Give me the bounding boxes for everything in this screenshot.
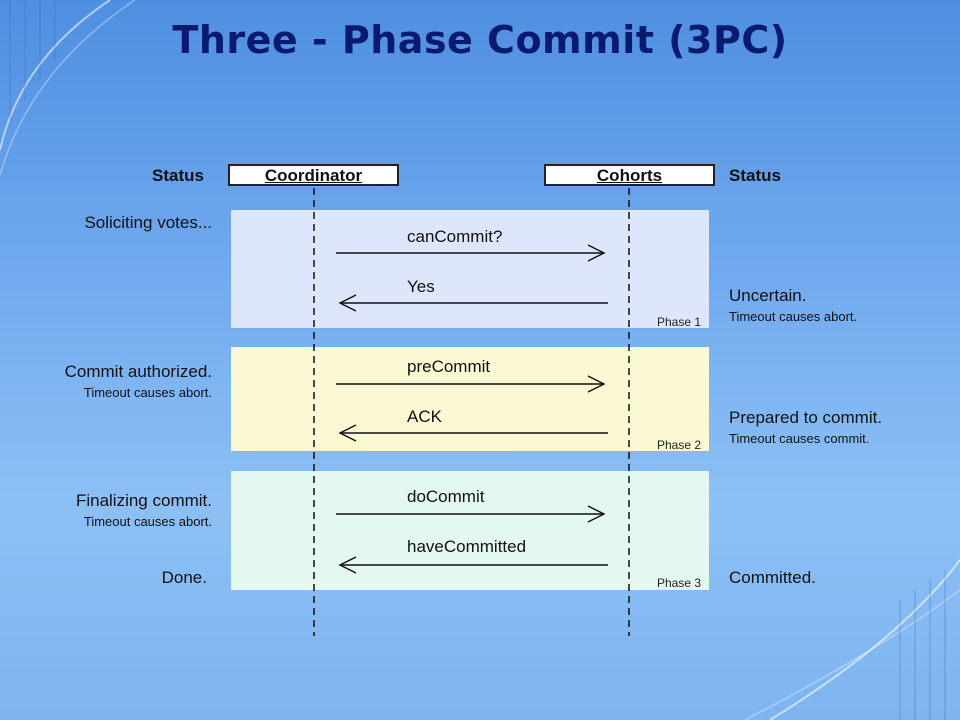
coordinator-label: Coordinator	[264, 166, 363, 185]
phase-2-label: Phase 2	[657, 438, 702, 452]
arrow-havecommitted	[338, 556, 608, 574]
right-status-phase-1: Uncertain. Timeout causes abort.	[729, 286, 857, 324]
arrow-ack	[338, 424, 608, 442]
message-docommit: doCommit	[407, 487, 485, 506]
message-havecommitted: haveCommitted	[407, 537, 527, 556]
message-cancommit: canCommit?	[407, 227, 503, 246]
right-status-phase-1-sub: Timeout causes abort.	[729, 309, 858, 324]
right-status-phase-3: Committed.	[729, 568, 816, 588]
message-precommit: preCommit	[407, 357, 491, 376]
arrow-precommit	[336, 375, 606, 393]
coordinator-box: Coordinator	[228, 164, 399, 186]
arrow-cancommit	[336, 244, 606, 262]
right-status-phase-1-text: Uncertain.	[729, 286, 807, 305]
message-ack: ACK	[407, 407, 442, 426]
phase-1-label: Phase 1	[657, 315, 702, 329]
cohorts-label: Cohorts	[596, 166, 663, 185]
cohorts-box: Cohorts	[544, 164, 715, 186]
right-status-phase-2-text: Prepared to commit.	[729, 408, 883, 427]
phase-3-label: Phase 3	[657, 576, 702, 590]
left-status-phase-1: Soliciting votes...	[2, 213, 212, 233]
slide-title: Three - Phase Commit (3PC)	[172, 18, 788, 62]
right-status-phase-2: Prepared to commit. Timeout causes commi…	[729, 408, 882, 446]
right-status-phase-2-sub: Timeout causes commit.	[729, 431, 870, 446]
message-yes: Yes	[407, 277, 435, 296]
left-status-phase-2-sub: Timeout causes abort.	[83, 385, 212, 400]
left-status-phase-1-text: Soliciting votes...	[84, 213, 212, 232]
left-status-phase-3: Finalizing commit. Timeout causes abort.	[2, 491, 212, 529]
left-status-phase-2: Commit authorized. Timeout causes abort.	[2, 362, 212, 400]
arrow-docommit	[336, 505, 606, 523]
left-status-done: Done.	[161, 568, 207, 587]
status-header-left: Status	[152, 166, 204, 185]
left-status-phase-3-text: Finalizing commit.	[75, 491, 212, 510]
status-header-right: Status	[729, 166, 781, 185]
arrow-yes	[338, 294, 608, 312]
left-status-phase-3-sub: Timeout causes abort.	[83, 514, 212, 529]
right-status-phase-3-text: Committed.	[729, 568, 816, 587]
left-status-phase-2-text: Commit authorized.	[64, 362, 212, 381]
